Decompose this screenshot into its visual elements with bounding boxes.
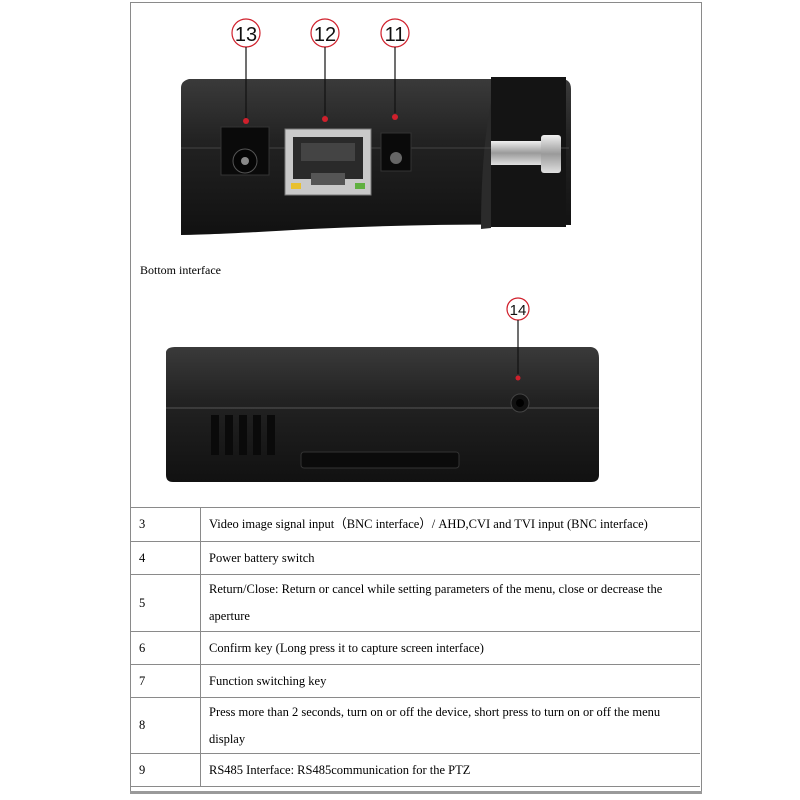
svg-text:14: 14	[510, 302, 527, 319]
table-row: 9 RS485 Interface: RS485communication fo…	[131, 753, 700, 787]
row-description: Confirm key (Long press it to capture sc…	[200, 631, 700, 665]
row-description: RS485 Interface: RS485communication for …	[200, 753, 700, 787]
row-description: Function switching key	[200, 664, 700, 698]
row-description: Return/Close: Return or cancel while set…	[200, 574, 700, 632]
row-number: 7	[131, 664, 201, 698]
row-number: 3	[131, 507, 201, 542]
spec-table: 3 Video image signal input（BNC interface…	[131, 507, 700, 787]
row-number: 9	[131, 753, 201, 787]
bottom-interface-photo: 13 12 11	[181, 18, 571, 235]
table-row: 5 Return/Close: Return or cancel while s…	[131, 574, 700, 632]
table-row: 8 Press more than 2 seconds, turn on or …	[131, 697, 700, 754]
row-number: 5	[131, 574, 201, 632]
svg-text:13: 13	[235, 24, 257, 46]
row-description: Press more than 2 seconds, turn on or of…	[200, 697, 700, 754]
row-description: Video image signal input（BNC interface）/…	[200, 507, 700, 542]
page-frame	[130, 2, 702, 793]
side-view-photo: 14	[166, 297, 599, 482]
callout-12: 12	[310, 18, 340, 122]
page-frame-bottom	[130, 791, 702, 794]
callout-14: 14	[506, 297, 530, 381]
svg-text:11: 11	[385, 24, 406, 46]
figure-caption: Bottom interface	[140, 263, 221, 277]
row-number: 6	[131, 631, 201, 665]
row-number: 8	[131, 697, 201, 754]
table-row: 6 Confirm key (Long press it to capture …	[131, 631, 700, 665]
table-row: 4 Power battery switch	[131, 541, 700, 575]
callout-13: 13	[231, 18, 261, 124]
table-row: 3 Video image signal input（BNC interface…	[131, 507, 700, 542]
callout-11: 11	[380, 18, 410, 120]
row-description: Power battery switch	[200, 541, 700, 575]
row-number: 4	[131, 541, 201, 575]
table-row: 7 Function switching key	[131, 664, 700, 698]
svg-text:12: 12	[314, 24, 336, 46]
